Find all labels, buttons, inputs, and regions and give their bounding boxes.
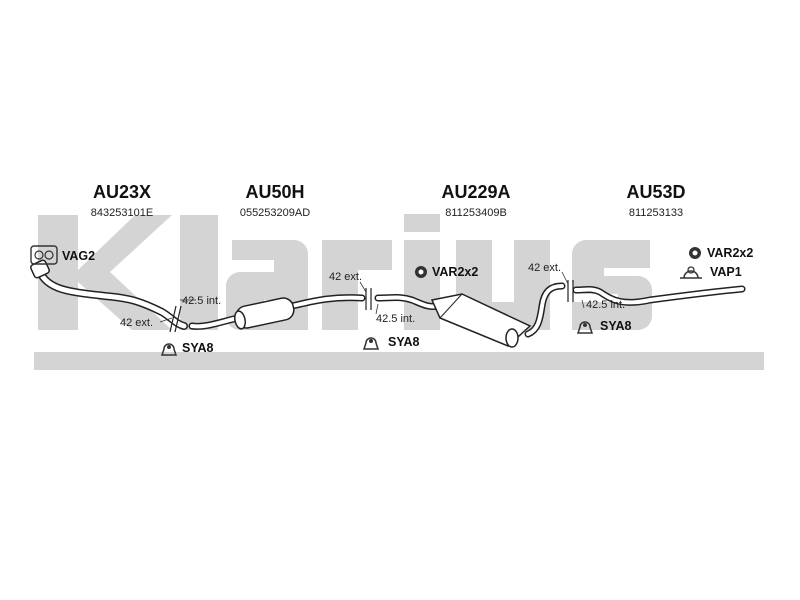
part-number-au229a: 811253409B: [445, 207, 507, 219]
accessory-sya8-1: SYA8: [182, 341, 214, 355]
part-code-au50h: AU50H: [245, 182, 305, 202]
accessory-vag2: VAG2: [62, 249, 96, 263]
accessory-sya8-3: SYA8: [600, 319, 632, 333]
accessory-var2x2-mid: VAR2x2: [432, 265, 479, 279]
center-silencer: [234, 297, 295, 330]
joint2-internal-diameter: 42.5 int.: [376, 313, 416, 325]
joint3-internal-diameter: 42.5 int.: [586, 299, 626, 311]
accessory-sya8-2: SYA8: [388, 335, 420, 349]
accessory-vap1: VAP1: [710, 265, 742, 279]
hanger-icon: [362, 337, 380, 350]
hanger-icon: [160, 343, 178, 356]
gasket-icon: [30, 245, 58, 265]
rubber-ring-icon: [415, 266, 427, 278]
joint3-external-diameter: 42 ext.: [528, 262, 562, 274]
part-number-au50h: 055253209AD: [239, 207, 311, 219]
accessory-var2x2-right: VAR2x2: [707, 246, 754, 260]
hanger-icon: [576, 321, 594, 334]
joint2-external-diameter: 42 ext.: [329, 271, 363, 283]
part-code-au23x: AU23X: [92, 182, 152, 202]
mounting-pad-icon: [680, 266, 702, 279]
joint-clamps: [169, 280, 574, 333]
part-number-au23x: 843253101E: [90, 207, 154, 219]
part-number-au53d: 811253133: [628, 207, 684, 219]
joint1-external-diameter: 42 ext.: [120, 317, 154, 329]
rear-silencer: [430, 293, 532, 348]
part-code-au53d: AU53D: [626, 182, 686, 202]
joint1-internal-diameter: 42.5 int.: [182, 295, 222, 307]
rubber-ring-icon: [689, 247, 701, 259]
part-code-au229a: AU229A: [441, 182, 511, 202]
